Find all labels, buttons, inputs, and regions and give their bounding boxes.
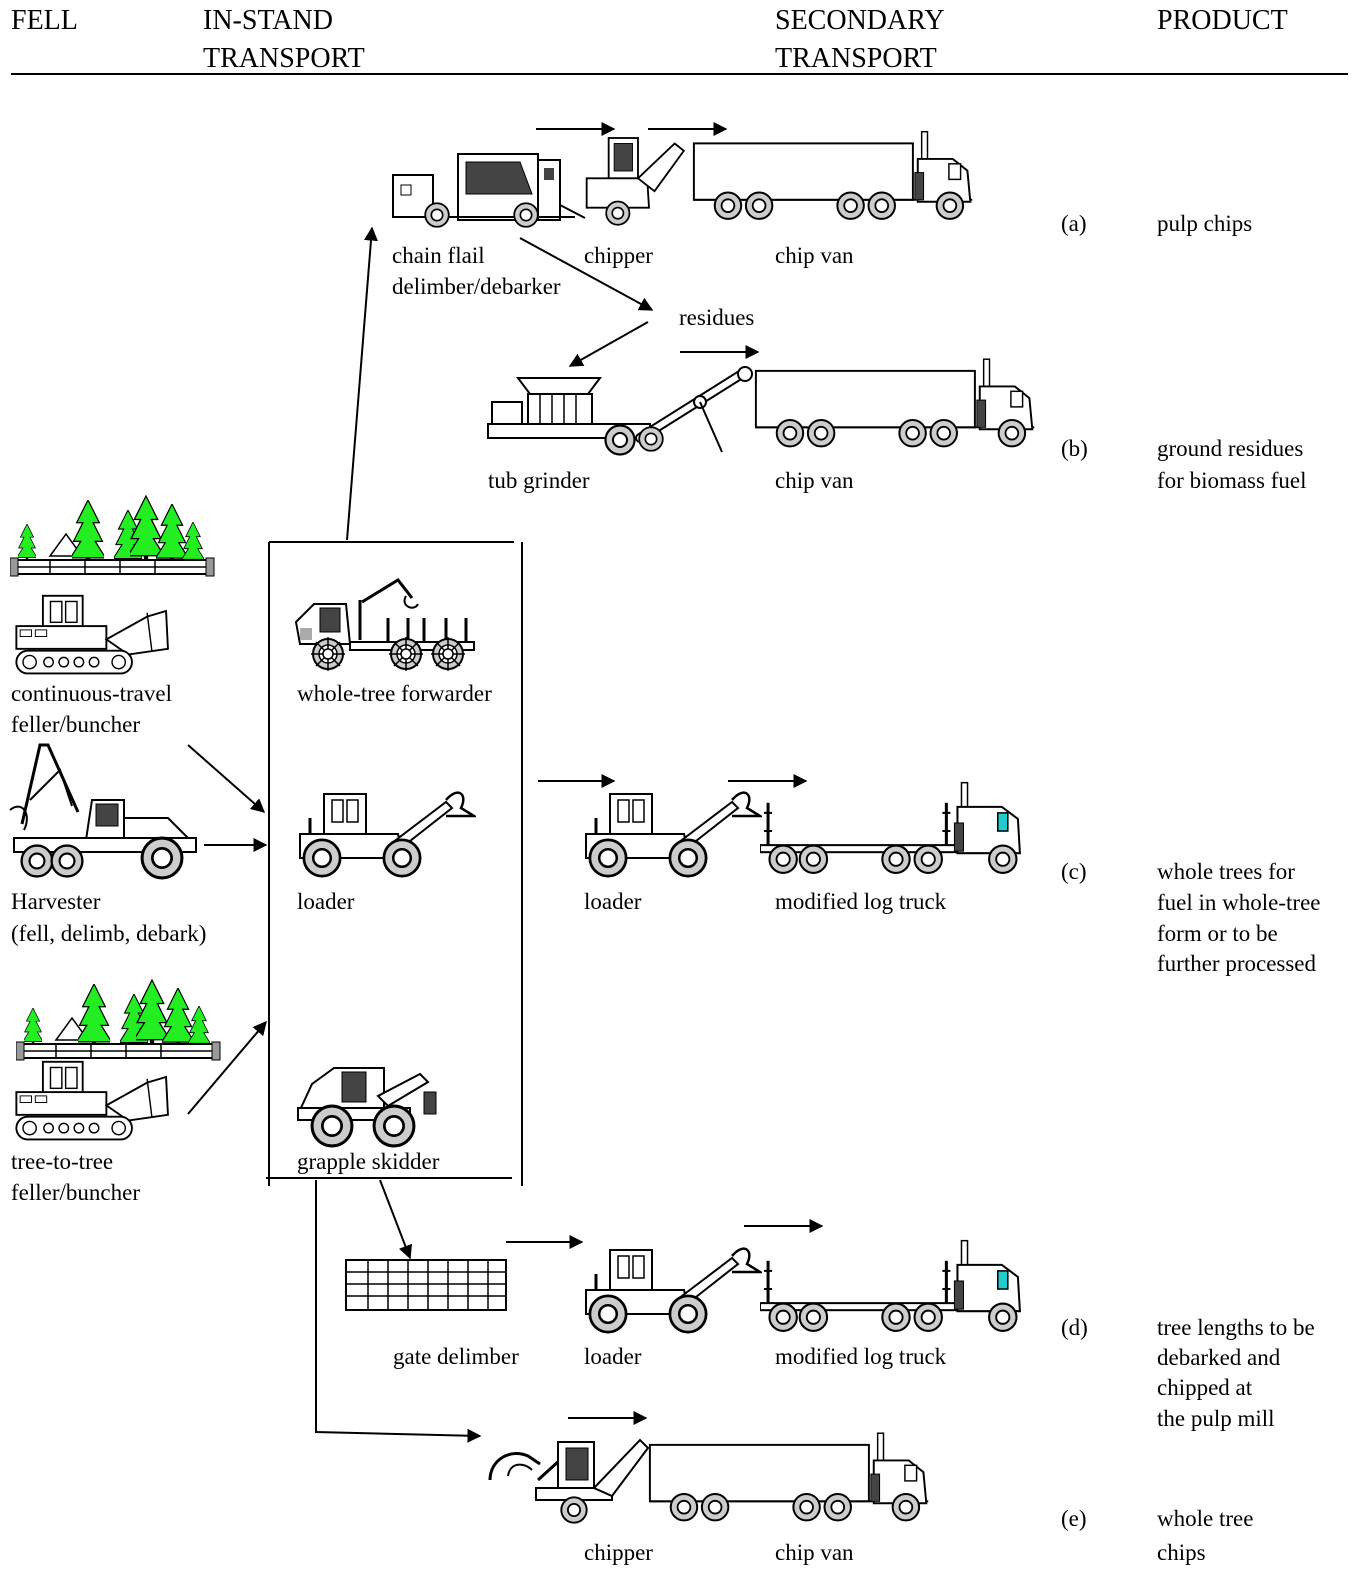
arrow-to-grinder	[568, 321, 649, 367]
arrow-to-row-a	[346, 226, 378, 541]
tree-bunch-2-icon	[16, 980, 220, 1060]
log-truck-c-icon	[760, 783, 1020, 873]
label-feller-buncher-1: feller/buncher	[11, 712, 140, 737]
chipper-e-icon	[488, 1438, 650, 1524]
label-harvester-detail: (fell, delimb, debark)	[11, 921, 207, 946]
label-tree-to-tree: tree-to-tree	[11, 1149, 114, 1174]
label-loader-d: loader	[584, 1344, 642, 1369]
label-grapple-skidder: grapple skidder	[297, 1149, 440, 1174]
label-loader-c: loader	[584, 889, 642, 914]
product-e-2: chips	[1157, 1540, 1206, 1565]
label-forwarder: whole-tree forwarder	[297, 681, 492, 706]
header-instand: IN-STAND	[203, 5, 333, 36]
arrow-to-row-e	[315, 1180, 482, 1443]
product-d-4: the pulp mill	[1157, 1406, 1275, 1431]
arrow-treetotree-to-box	[187, 1020, 267, 1115]
label-chipper-a: chipper	[584, 243, 653, 268]
label-chip-van-b: chip van	[775, 468, 854, 493]
label-loader-instand: loader	[297, 889, 355, 914]
label-row-d: (d)	[1061, 1315, 1088, 1340]
arrow-continuous-to-box	[187, 744, 266, 813]
label-feller-buncher-2: feller/buncher	[11, 1180, 140, 1205]
product-c-1: whole trees for	[1157, 859, 1295, 884]
grapple-skidder-icon	[297, 1067, 437, 1148]
label-tub-grinder: tub grinder	[488, 468, 590, 493]
label-gate-delimber: gate delimber	[393, 1344, 519, 1369]
tree-to-tree-buncher-icon	[15, 1060, 169, 1141]
continuous-buncher-icon	[15, 594, 169, 675]
instand-box	[266, 541, 523, 1186]
product-d-2: debarked and	[1157, 1345, 1281, 1370]
label-log-truck-c: modified log truck	[775, 889, 947, 914]
chipper-icon	[587, 138, 684, 225]
arrow-to-residues	[519, 237, 654, 311]
harvester-icon	[9, 743, 197, 880]
label-log-truck-d: modified log truck	[775, 1344, 947, 1369]
label-harvester: Harvester	[11, 889, 101, 914]
log-truck-d-icon	[760, 1241, 1020, 1331]
chip-van-icon	[694, 132, 972, 219]
chip-van-e-icon	[650, 1433, 928, 1520]
chain-flail-delimber-icon	[392, 153, 586, 228]
label-chip-van-e: chip van	[775, 1540, 854, 1565]
label-continuous-travel: continuous-travel	[11, 681, 172, 706]
tub-grinder-icon	[487, 366, 753, 456]
product-b-2: for biomass fuel	[1157, 468, 1307, 493]
header-fell: FELL	[11, 5, 78, 36]
product-c-2: fuel in whole-tree	[1157, 890, 1321, 915]
label-row-c: (c)	[1061, 859, 1087, 884]
header-instand-2: TRANSPORT	[203, 43, 365, 74]
product-a: pulp chips	[1157, 211, 1253, 236]
header-secondary: SECONDARY	[775, 5, 945, 36]
product-c-4: further processed	[1157, 951, 1317, 976]
label-row-a: (a)	[1061, 211, 1087, 236]
product-e-1: whole tree	[1157, 1506, 1254, 1531]
tree-bunch-icon	[10, 496, 214, 576]
label-residues: residues	[679, 305, 755, 330]
header-secondary-2: TRANSPORT	[775, 43, 937, 74]
chip-van-b-icon	[756, 359, 1034, 446]
label-delimber-debarker: delimber/debarker	[392, 274, 561, 299]
product-c-3: form or to be	[1157, 921, 1278, 946]
arrow-to-gate	[379, 1179, 413, 1260]
loader-d-icon	[586, 1249, 760, 1332]
product-d-1: tree lengths to be	[1157, 1315, 1315, 1340]
loader-c-icon	[586, 793, 760, 876]
loader-instand-icon	[300, 793, 474, 876]
gate-delimber-icon	[345, 1259, 507, 1311]
product-b-1: ground residues	[1157, 436, 1304, 461]
label-chain-flail: chain flail	[392, 243, 485, 268]
forwarder-icon	[294, 578, 475, 672]
label-row-e: (e)	[1061, 1506, 1087, 1531]
label-row-b: (b)	[1061, 436, 1088, 461]
label-chip-van-a: chip van	[775, 243, 854, 268]
header-product: PRODUCT	[1157, 5, 1288, 36]
product-d-3: chipped at	[1157, 1375, 1253, 1400]
label-chipper-e: chipper	[584, 1540, 653, 1565]
